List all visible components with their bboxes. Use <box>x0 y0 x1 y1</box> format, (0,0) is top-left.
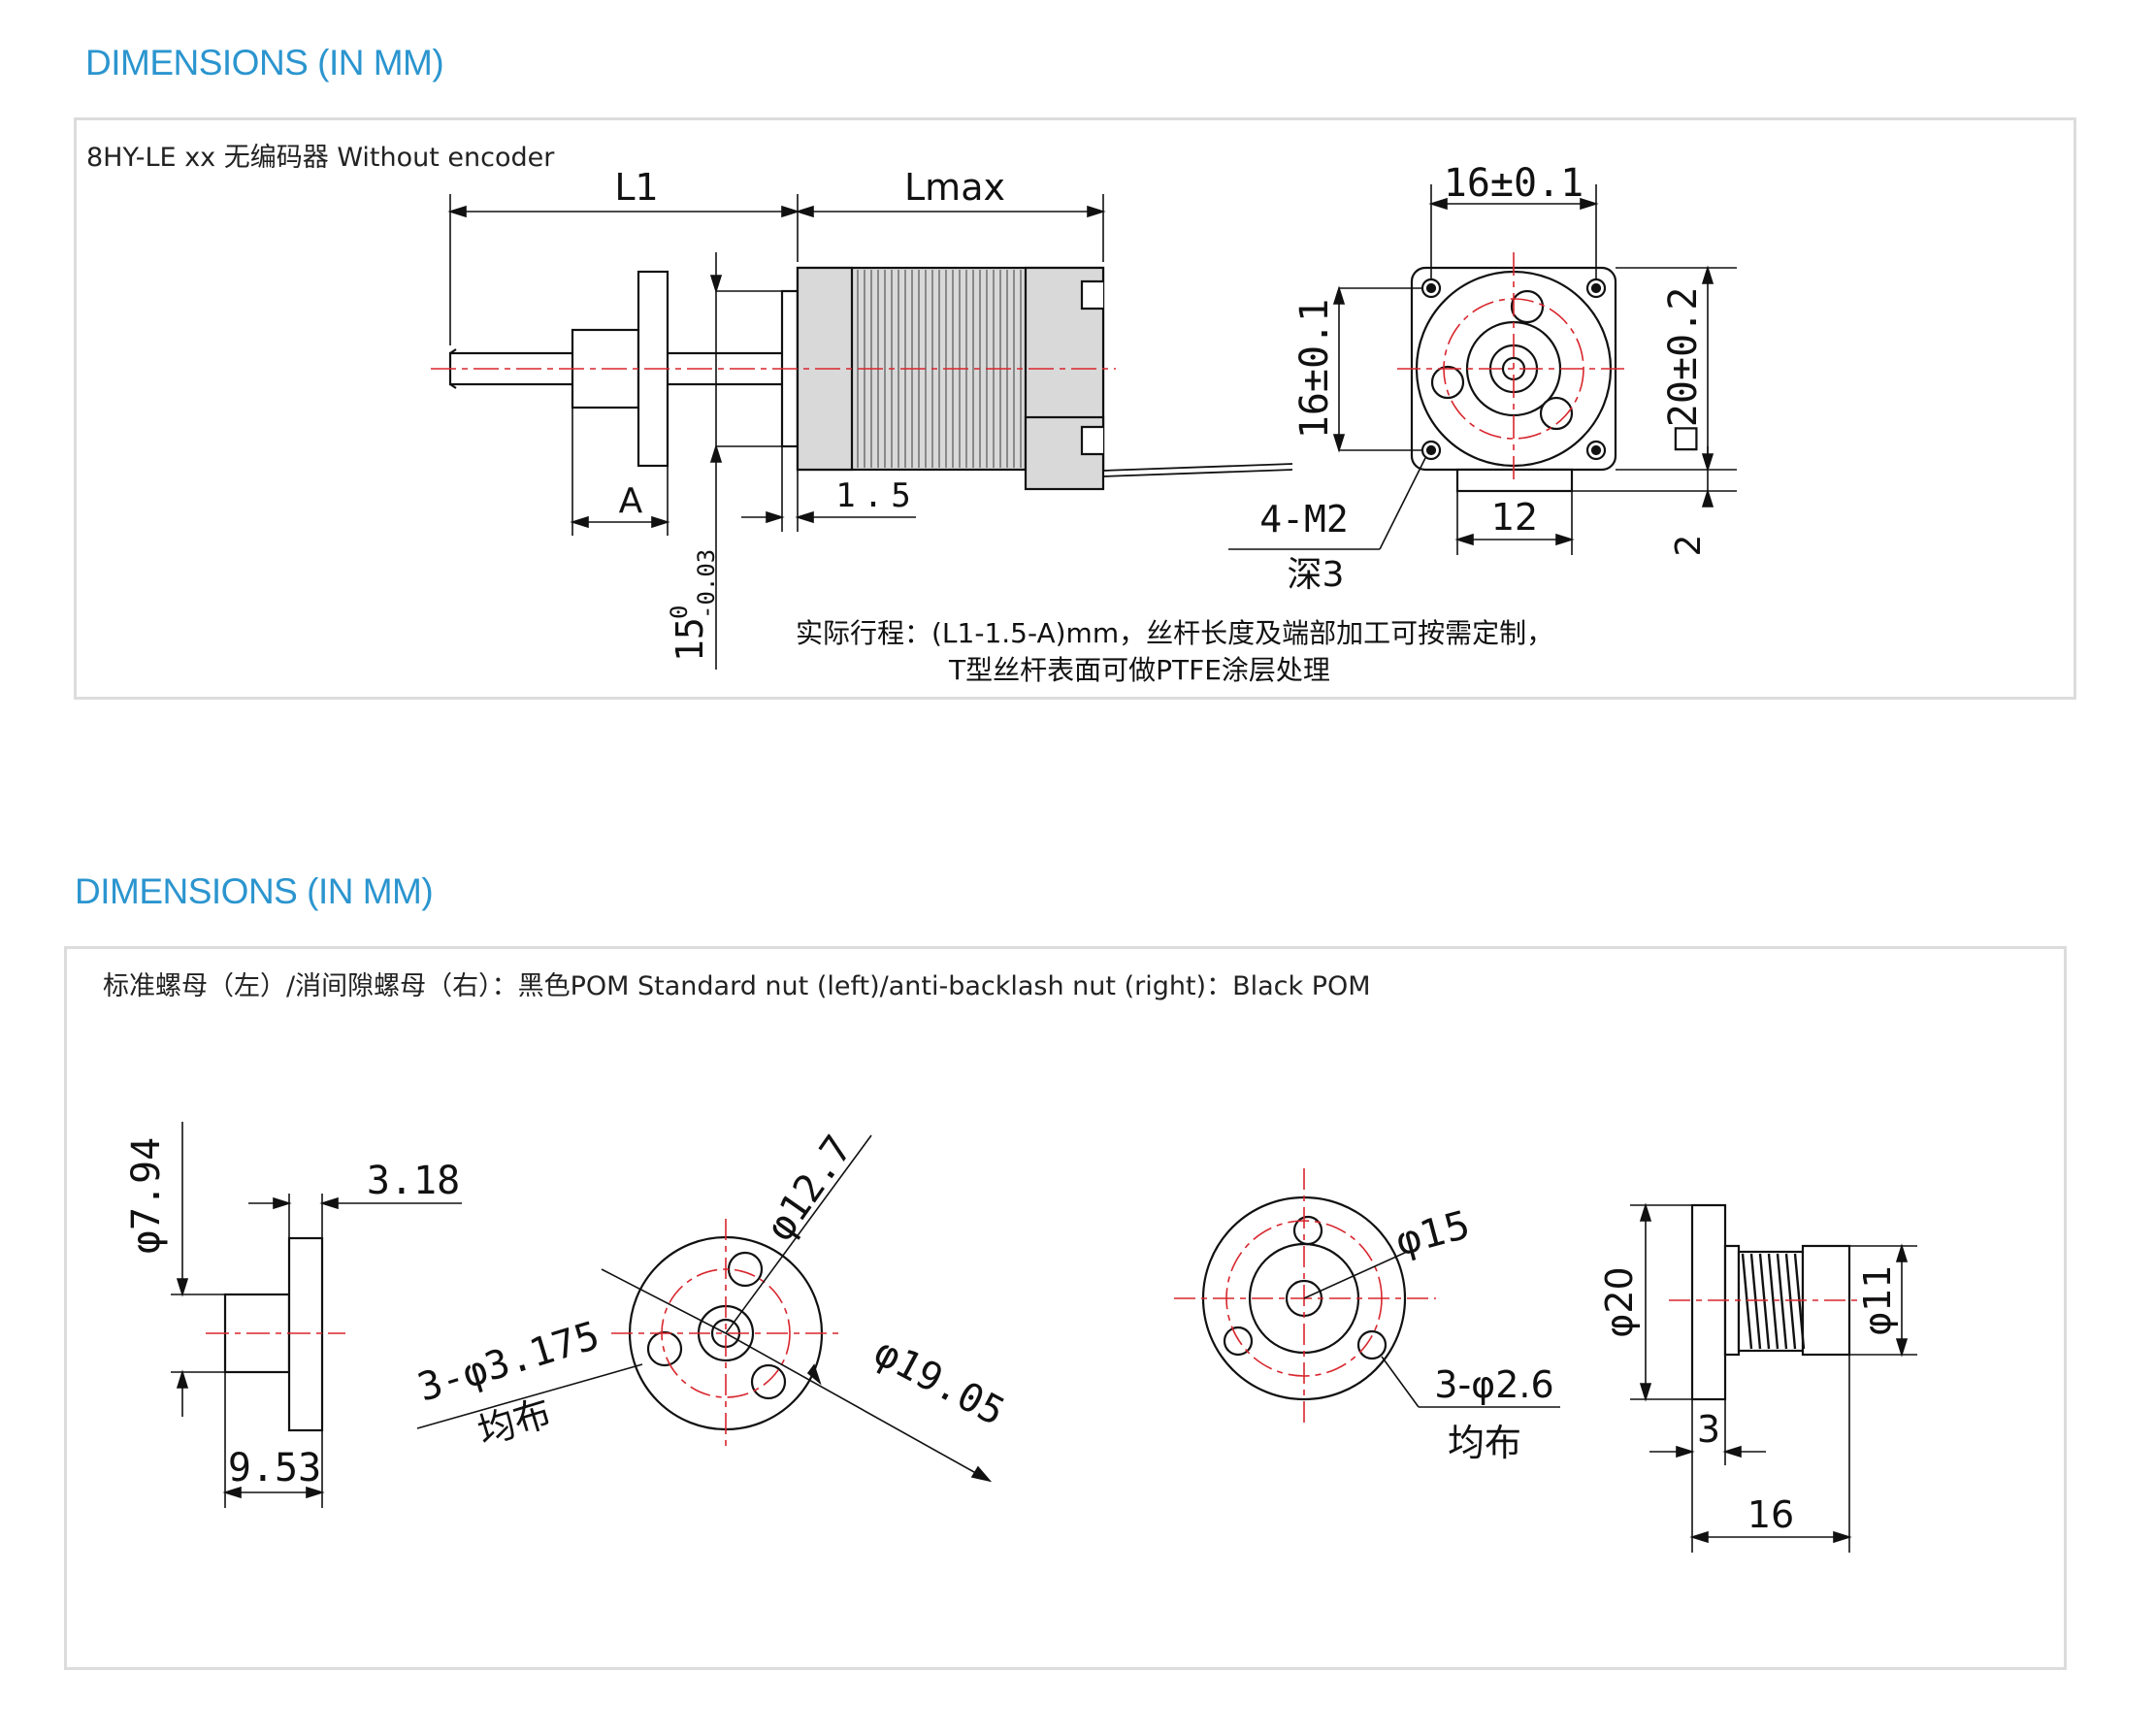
label-even-1: 均布 <box>473 1391 556 1453</box>
label-1-5: 1.5 <box>835 476 918 515</box>
label-4-M2: 4-M2 <box>1259 498 1349 540</box>
spring-coil <box>1758 1253 1771 1350</box>
label-depth-3: 深3 <box>1288 555 1345 595</box>
spring-coil <box>1749 1253 1762 1350</box>
mounting-hole <box>1223 1326 1254 1357</box>
spring-coil <box>1793 1253 1806 1350</box>
label-3-phi-3-175: 3-φ3.175 <box>412 1313 604 1410</box>
label-16-width: 16±0.1 <box>1444 161 1584 206</box>
nut-caption: 标准螺母（左）/消间隙螺母（右）：黑色POM Standard nut (lef… <box>103 971 1371 1001</box>
label-phi-15: φ15 <box>1390 1202 1475 1264</box>
label-15: 15 <box>669 617 711 662</box>
label-3: 3 <box>1697 1408 1720 1451</box>
section1-title: DIMENSIONS (IN MM) <box>85 43 444 82</box>
label-L1: L1 <box>614 166 658 209</box>
label-16: 16 <box>1747 1493 1794 1536</box>
label-15-lower-tol: -0.03 <box>693 549 720 619</box>
label-phi-12-7: φ12.7 <box>758 1128 862 1249</box>
mounting-hole <box>1356 1329 1388 1360</box>
spring-coil <box>1741 1253 1753 1350</box>
label-phi-19-05: φ19.05 <box>867 1329 1012 1434</box>
label-Lmax: Lmax <box>904 166 1005 209</box>
label-16-height: 16±0.1 <box>1292 299 1337 440</box>
motor-cable <box>1102 463 1293 477</box>
spring-coil <box>1784 1253 1797 1350</box>
mounting-hole <box>646 1330 683 1367</box>
label-12: 12 <box>1491 496 1538 539</box>
label-15-upper-tol: 0 <box>666 606 693 619</box>
label-A: A <box>619 481 643 521</box>
label-9-53: 9.53 <box>228 1446 321 1490</box>
motor-caption: 8HY-LE xx 无编码器 Without encoder <box>86 143 555 173</box>
standard-nut-flange <box>287 1236 324 1432</box>
mounting-hole <box>1292 1215 1323 1246</box>
label-square-20: □20±0.2 <box>1661 287 1706 451</box>
label-3-phi-2-6: 3-φ2.6 <box>1434 1363 1553 1406</box>
label-even-2: 均布 <box>1448 1422 1521 1464</box>
label-phi-20: φ20 <box>1598 1266 1641 1337</box>
section2-title: DIMENSIONS (IN MM) <box>75 871 434 911</box>
spring-coil <box>1776 1253 1788 1350</box>
note-line-1: 实际行程：(L1-1.5-A)mm，丝杆长度及端部加工可按需定制， <box>796 617 1553 649</box>
label-phi-7-94: φ7.94 <box>124 1137 169 1254</box>
label-phi-11: φ11 <box>1856 1264 1899 1335</box>
spring-coil <box>1767 1253 1780 1350</box>
note-line-2: T型丝杆表面可做PTFE涂层处理 <box>948 654 1330 686</box>
anti-backlash-flange <box>1690 1203 1727 1401</box>
label-2: 2 <box>1669 535 1709 557</box>
end-view-tab <box>1455 468 1574 493</box>
mounting-hole <box>727 1251 764 1288</box>
label-3-18: 3.18 <box>367 1159 460 1203</box>
